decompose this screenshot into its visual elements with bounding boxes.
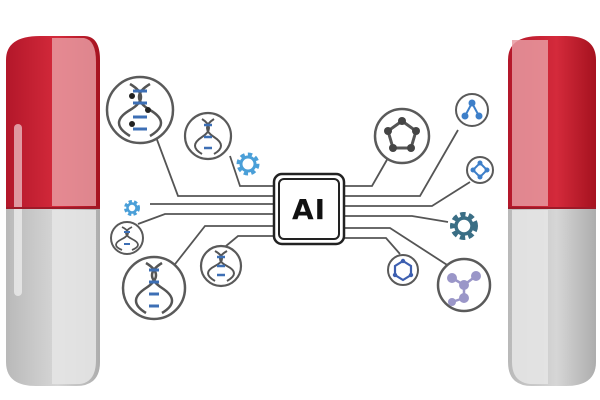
gear-icon: [236, 152, 260, 176]
dna-helix-icon: [105, 75, 175, 145]
dna-helix-icon: [110, 221, 144, 255]
circuit-lines: [137, 129, 471, 273]
gear-icon: [450, 212, 478, 240]
right-capsule: [508, 36, 596, 386]
dna-helix-icon: [199, 244, 243, 288]
molecule-ring-icon: [387, 254, 419, 286]
left-capsule: [6, 36, 100, 386]
molecule-network-icon: [455, 93, 489, 127]
dna-helix-icon: [121, 255, 187, 321]
molecule-network-icon: [436, 257, 492, 313]
dna-helix-icon: [183, 111, 233, 161]
molecule-network-icon: [466, 156, 494, 184]
gear-icon: [124, 200, 140, 216]
ai-chip-icon: [272, 172, 346, 246]
molecule-ring-icon: [373, 107, 431, 165]
